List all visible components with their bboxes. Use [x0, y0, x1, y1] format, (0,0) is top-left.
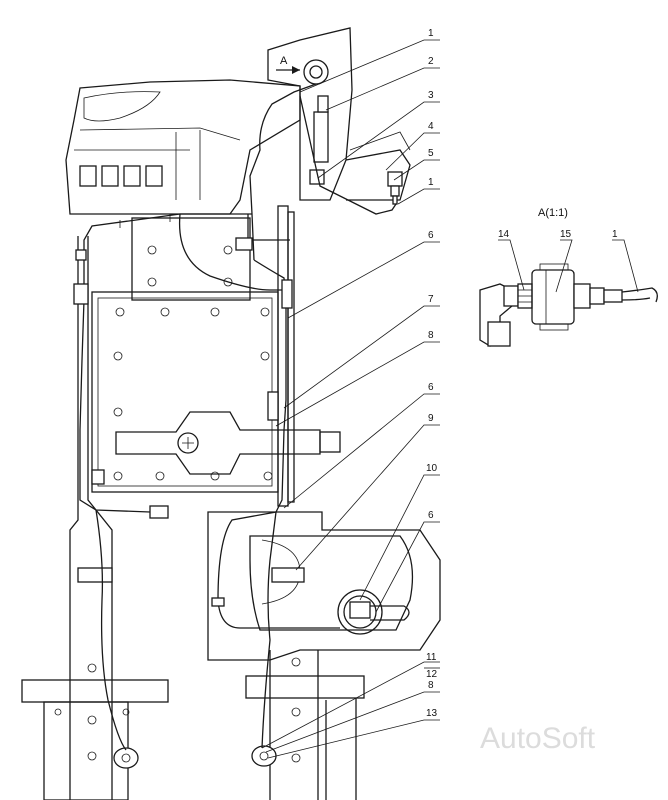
detail-callout-15: 15	[560, 229, 572, 240]
callout-4: 4	[428, 121, 434, 132]
callout-12: 12	[426, 669, 438, 680]
callout-labels: 1 2 3 4 5 1 6 7 8 6 9 10 6 11 12 8 13	[426, 28, 438, 719]
detail-view-a: A(1:1) 14 15 1	[479, 207, 658, 347]
callout-8-second: 8	[428, 680, 434, 691]
wire-harness	[73, 83, 397, 751]
callout-3: 3	[428, 90, 434, 101]
callout-5: 5	[428, 148, 434, 159]
callout-6: 6	[428, 230, 434, 241]
detail-callout-14: 14	[498, 229, 510, 240]
detail-view-title: A(1:1)	[538, 207, 568, 219]
view-arrow-head	[292, 66, 300, 74]
watermark-text: AutoSoft	[480, 722, 596, 755]
callout-2: 2	[428, 56, 434, 67]
view-arrow-label: A	[280, 55, 288, 67]
callout-7: 7	[428, 294, 434, 305]
sensor-housing-top	[267, 27, 411, 201]
callout-11: 11	[426, 652, 437, 663]
callout-6-third: 6	[428, 510, 434, 521]
cab-dashboard	[65, 79, 301, 215]
callout-1: 1	[428, 28, 434, 39]
detail-callout-1: 1	[612, 229, 618, 240]
callout-1-second: 1	[428, 177, 434, 188]
callout-8: 8	[428, 330, 434, 341]
callout-13: 13	[426, 708, 438, 719]
callout-6-second: 6	[428, 382, 434, 393]
leader-lines	[261, 39, 440, 759]
callout-10: 10	[426, 463, 438, 474]
tank-assembly	[207, 511, 441, 661]
callout-9: 9	[428, 413, 434, 424]
main-frame-panel	[91, 205, 341, 507]
left-frame-rail	[21, 236, 169, 800]
frame-bolts	[113, 245, 273, 481]
